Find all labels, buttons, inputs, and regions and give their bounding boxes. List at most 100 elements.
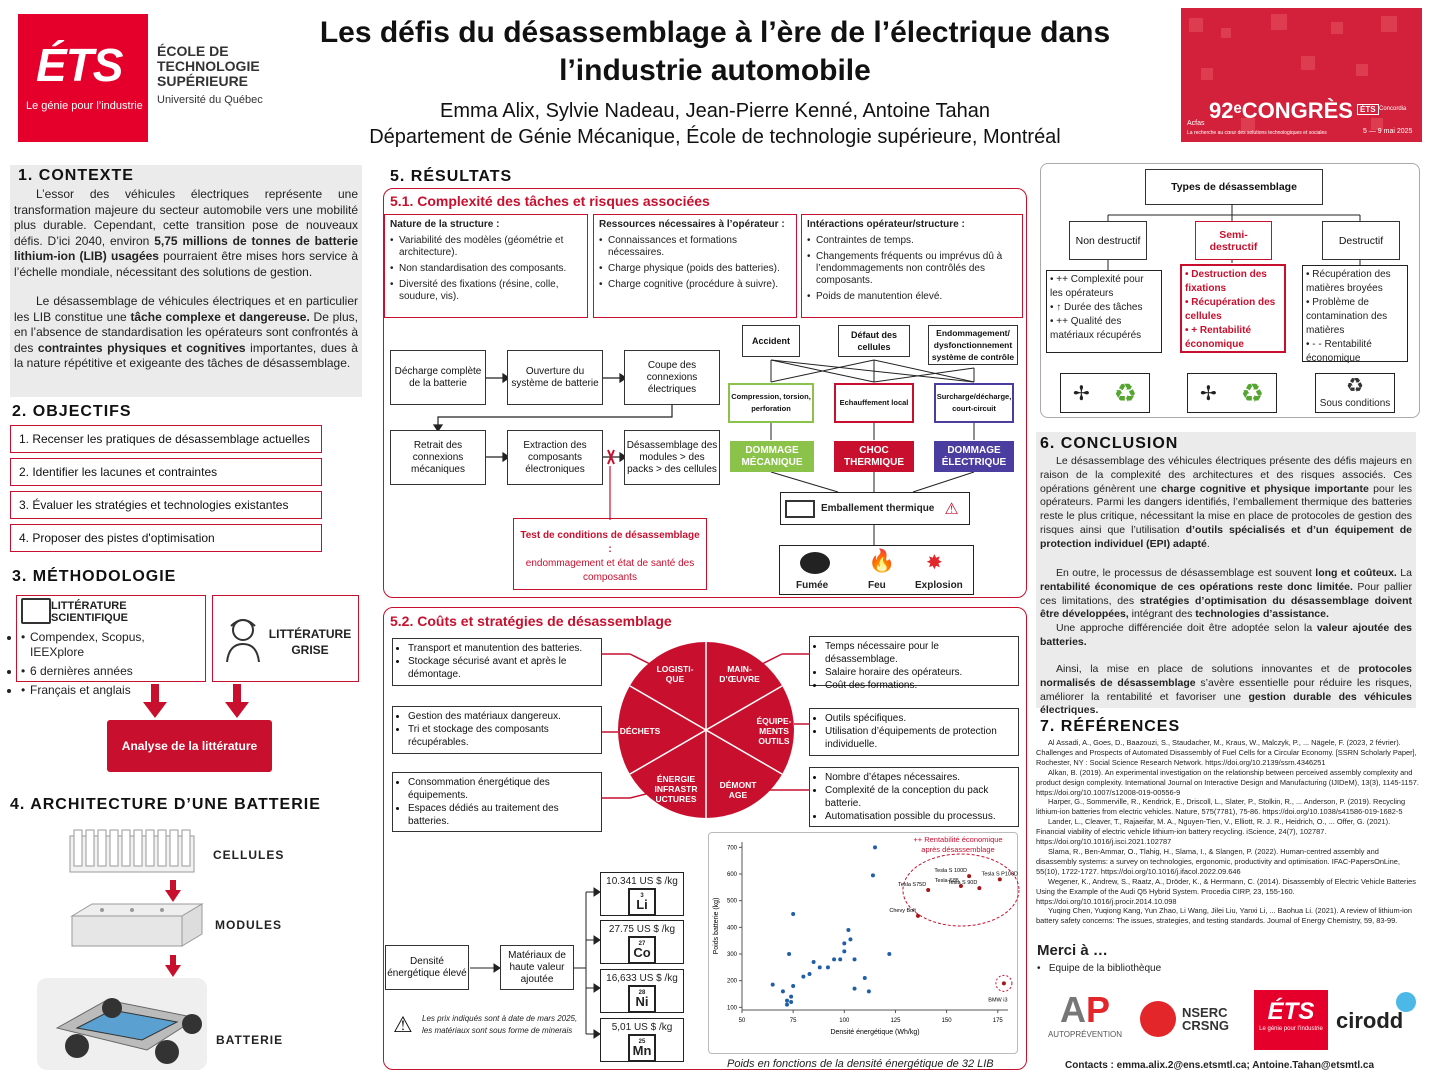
ets-logo-text: ÉTS — [36, 39, 123, 91]
poster-title: Les défis du désassemblage à l’ère de l’… — [319, 16, 1111, 87]
congres-subtitle: La recherche au cœur des solutions techn… — [1187, 130, 1327, 136]
cost-main-oeuvre: Temps nécessaire pour le désassemblage.S… — [809, 636, 1019, 691]
nd-item: • ↑ Durée des tâches — [1050, 302, 1143, 313]
data-point — [770, 982, 775, 987]
objectifs-title: 2. OBJECTIFS — [12, 403, 132, 420]
reference: Alkan, B. (2019). An experimental invest… — [1036, 767, 1419, 797]
ets-slogan: Le génie pour l’industrie — [26, 100, 143, 112]
col-ressources: Ressources nécessaires à l’opérateur : C… — [593, 214, 797, 318]
col-item: Charge cognitive (procédure à suivre). — [599, 279, 791, 291]
data-point — [846, 928, 851, 932]
data-point — [887, 952, 892, 956]
col-title: Nature de la structure : — [390, 219, 500, 230]
pie-equipements: ÉQUIPE-MENTS OUTILS — [756, 716, 792, 746]
step-extraction: Extraction des composants électroniques — [507, 430, 603, 485]
cost-dechets: Gestion des matériaux dangereux.Tri et s… — [392, 706, 602, 754]
price-li: 10.341 US $ /kg — [606, 876, 678, 887]
point-label: Tesla S75D — [898, 882, 926, 888]
litterature-scientifique-box: LITTÉRATURE SCIENTIFIQUE Compendex, Scop… — [16, 595, 206, 698]
congres-concordia: Concordia — [1379, 106, 1407, 112]
scatter-chart-frame — [708, 832, 1018, 1054]
risk-arrows — [770, 359, 975, 545]
methodologie-title: 3. MÉTHODOLOGIE — [12, 568, 177, 585]
pie-dechets: DÉCHETS — [619, 726, 661, 736]
semi-recycle-box: ✢♻ — [1187, 373, 1277, 413]
point-label: Tesla S P100D — [982, 871, 1018, 877]
section-5-2-title: 5.2. Coûts et stratégies de désassemblag… — [390, 613, 672, 629]
col-item: Contraintes de temps. — [807, 235, 1017, 247]
type-destructif: Destructif — [1322, 221, 1400, 260]
cost-demontage: Nombre d’étapes nécessaires.Complexité d… — [809, 767, 1019, 827]
congres-date: 5 — 9 mai 2025 — [1363, 128, 1413, 135]
department: Département de Génie Mécanique, École de… — [369, 126, 1061, 148]
worker-icon — [226, 619, 260, 662]
effect-feu: Feu — [868, 580, 886, 591]
reference: Slama, R., Ben-Ammar, O., Tlahig, H., Sl… — [1036, 846, 1400, 876]
data-point — [787, 952, 792, 956]
semi-item: • Destruction des fixations — [1185, 269, 1267, 294]
reference: Lander, L., Cleaver, T., Rajaeifar, M. A… — [1036, 817, 1391, 847]
arrow-down-icon — [165, 955, 181, 977]
d-item: • Récupération des matières broyées — [1306, 269, 1391, 294]
conclusion-p4: Ainsi, la mise en place de solutions inn… — [1040, 663, 1412, 717]
y-tick-label: 600 — [727, 872, 738, 878]
choc-thermique: CHOC THERMIQUE — [834, 441, 914, 472]
lit-item: 6 dernières années — [21, 664, 201, 679]
named-point — [967, 874, 972, 879]
recycle-icon: ♻ — [1113, 377, 1137, 408]
named-point — [926, 888, 931, 892]
semi-item: • + Rentabilité économique — [1185, 325, 1252, 350]
recycle-icon: ♻ — [1346, 375, 1364, 397]
x-tick-label: 150 — [942, 1018, 953, 1024]
y-tick-label: 100 — [727, 1005, 738, 1011]
smoke-icon — [800, 552, 830, 574]
acfas-label: Acfas — [1187, 120, 1205, 127]
valeur-box: Matériaux de haute valeur ajoutée — [500, 945, 574, 990]
test-conditions-box: Test de conditions de désassemblage :end… — [513, 518, 707, 590]
x-tick-label: 50 — [739, 1018, 746, 1024]
pie-main-oeuvre: MAIN-D’ŒUVRE — [719, 664, 760, 684]
d-item: • Problème de contamination des matières — [1306, 297, 1388, 336]
col-interactions: Intéractions opérateur/structure : Contr… — [801, 214, 1023, 318]
col-title: Intéractions opérateur/structure : — [807, 219, 965, 230]
analyse-button: Analyse de la littérature — [107, 720, 272, 772]
x-tick-label: 75 — [790, 1018, 797, 1024]
mech-echauffement: Echauffement local — [834, 383, 914, 423]
nd-item: • ++ Complexité pour les opérateurs — [1050, 274, 1144, 299]
densite-box: Densité énergétique élevé — [385, 945, 469, 990]
step-desassemblage: Désassemblage des modules > des packs > … — [624, 430, 720, 485]
ets-small-logo: ÉTS Le génie pour l’industrie — [1254, 990, 1328, 1050]
section-5-2 — [383, 607, 1027, 1070]
conclusion-p1: Le désassemblage des véhicules électriqu… — [1040, 455, 1412, 550]
col-item: Changements fréquents ou imprévus dû à l… — [807, 251, 1017, 287]
chart-caption: Poids en fonctions de la densité énergét… — [727, 1058, 994, 1070]
reference: Al Assadi, A., Goes, D., Baazouzi, S., S… — [1036, 738, 1417, 767]
cost-equipements: Outils spécifiques.Utilisation d’équipem… — [809, 708, 1019, 756]
cause-defaut: Défaut des cellules — [838, 325, 910, 357]
cirodd-logo: cirodd — [1336, 992, 1420, 1042]
congres-title: 92ᵉCONGRÈS — [1209, 98, 1353, 123]
types-section — [1040, 163, 1420, 418]
data-point — [852, 957, 857, 962]
point-label: Chevy Bolt — [889, 908, 916, 914]
d-item: • - - Rentabilité économique — [1306, 339, 1372, 364]
price-ni: 16,633 US $ /kg — [606, 973, 678, 984]
contexte-title: 1. CONTEXTE — [18, 167, 134, 184]
school-name: ÉCOLE DE TECHNOLOGIE SUPÉRIEURE Universi… — [157, 44, 263, 108]
col-item: Poids de manutention élevé. — [807, 291, 1017, 303]
named-point — [915, 913, 920, 918]
point-label: Tesla S 100D — [934, 868, 967, 874]
types-root: Types de désassemblage — [1145, 169, 1323, 205]
reference: Harper, G., Sommerville, R., Kendrick, E… — [1036, 797, 1406, 817]
thermometer-warning-icon: ⚠ — [944, 500, 959, 518]
data-point — [870, 873, 875, 878]
reference: Yuqing Chen, Yuqiong Kang, Yun Zhao, Li … — [1036, 906, 1413, 926]
cells-image — [62, 826, 202, 878]
data-point — [848, 937, 853, 942]
d-list: • Récupération des matières broyées • Pr… — [1302, 265, 1408, 364]
